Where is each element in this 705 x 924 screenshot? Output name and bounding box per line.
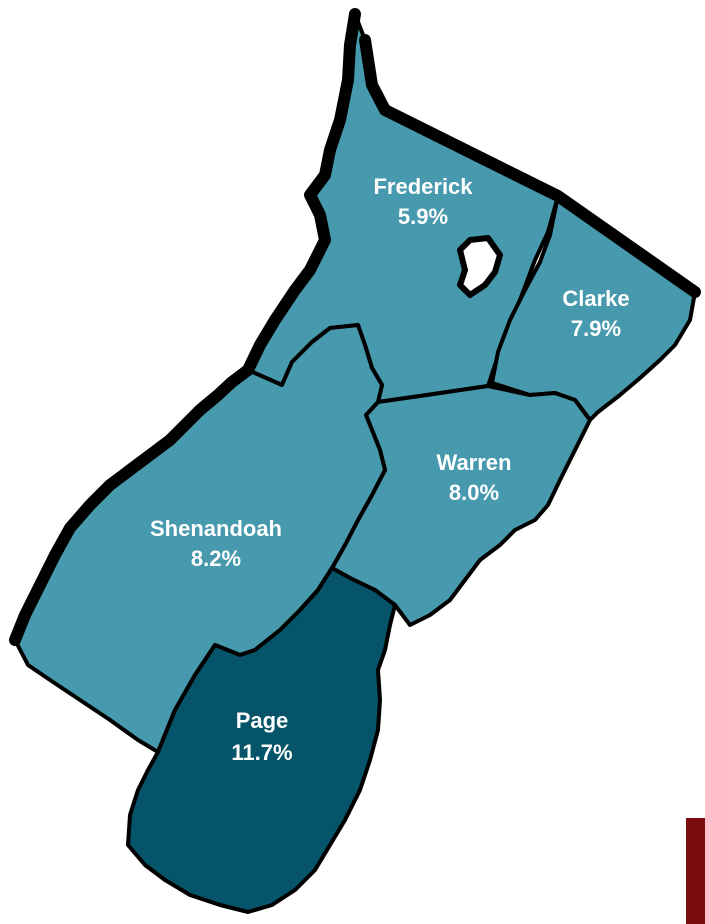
county-value: 8.2%	[191, 546, 241, 571]
county-value: 8.0%	[449, 480, 499, 505]
label-shenandoah: Shenandoah 8.2%	[150, 516, 282, 571]
state-border-west	[9, 8, 361, 646]
label-page: Page 11.7%	[231, 708, 292, 765]
county-page[interactable]	[126, 566, 397, 914]
county-value: 5.9%	[398, 204, 448, 229]
label-warren: Warren 8.0%	[437, 450, 512, 505]
county-name: Page	[236, 708, 289, 733]
label-clarke: Clarke 7.9%	[562, 286, 629, 341]
county-name: Warren	[437, 450, 512, 475]
accent-bar	[686, 818, 705, 924]
county-name: Frederick	[373, 174, 473, 199]
county-value: 7.9%	[571, 316, 621, 341]
state-border-north	[359, 34, 701, 298]
city-winchester	[457, 235, 503, 298]
county-name: Shenandoah	[150, 516, 282, 541]
county-value: 11.7%	[231, 740, 292, 765]
county-name: Clarke	[562, 286, 629, 311]
label-frederick: Frederick 5.9%	[373, 174, 473, 229]
